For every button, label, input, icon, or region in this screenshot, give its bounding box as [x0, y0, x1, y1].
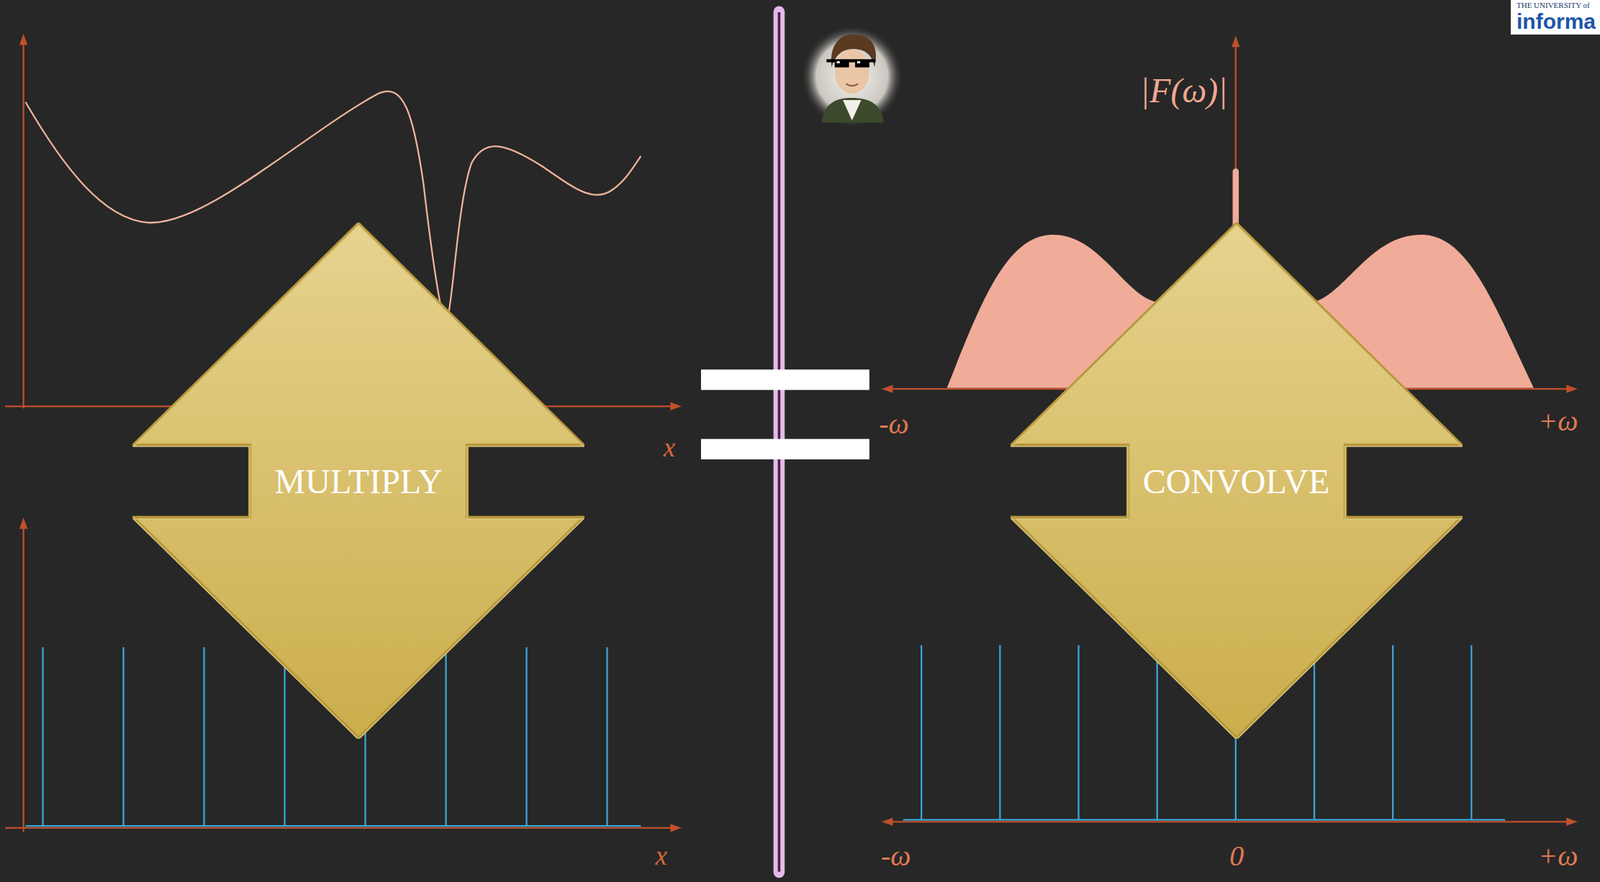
- operation-text: MULTIPLY: [274, 461, 443, 501]
- axis-label: 0: [1229, 838, 1244, 873]
- axis-label: x: [663, 431, 676, 463]
- axis-label: |F(ω)|: [1140, 69, 1228, 110]
- double-arrow: CONVOLVE: [1010, 222, 1463, 739]
- axis-label: -ω: [880, 838, 912, 873]
- arrow-label: MULTIPLY: [249, 444, 468, 518]
- axis-label: -ω: [878, 406, 910, 441]
- portrait: [801, 25, 904, 128]
- double-arrow: MULTIPLY: [132, 222, 585, 739]
- axis-label: +ω: [1538, 403, 1578, 438]
- axis-label: +ω: [1538, 838, 1578, 873]
- operation-text: CONVOLVE: [1142, 461, 1331, 501]
- logo-text: THE UNIVERSITY of: [1516, 1, 1596, 11]
- axis-label: x: [654, 839, 667, 871]
- equals-sign: [701, 369, 870, 460]
- logo-text: informa: [1516, 10, 1596, 34]
- arrow-label: CONVOLVE: [1127, 444, 1346, 518]
- logo: THE UNIVERSITY ofinforma: [1510, 0, 1600, 35]
